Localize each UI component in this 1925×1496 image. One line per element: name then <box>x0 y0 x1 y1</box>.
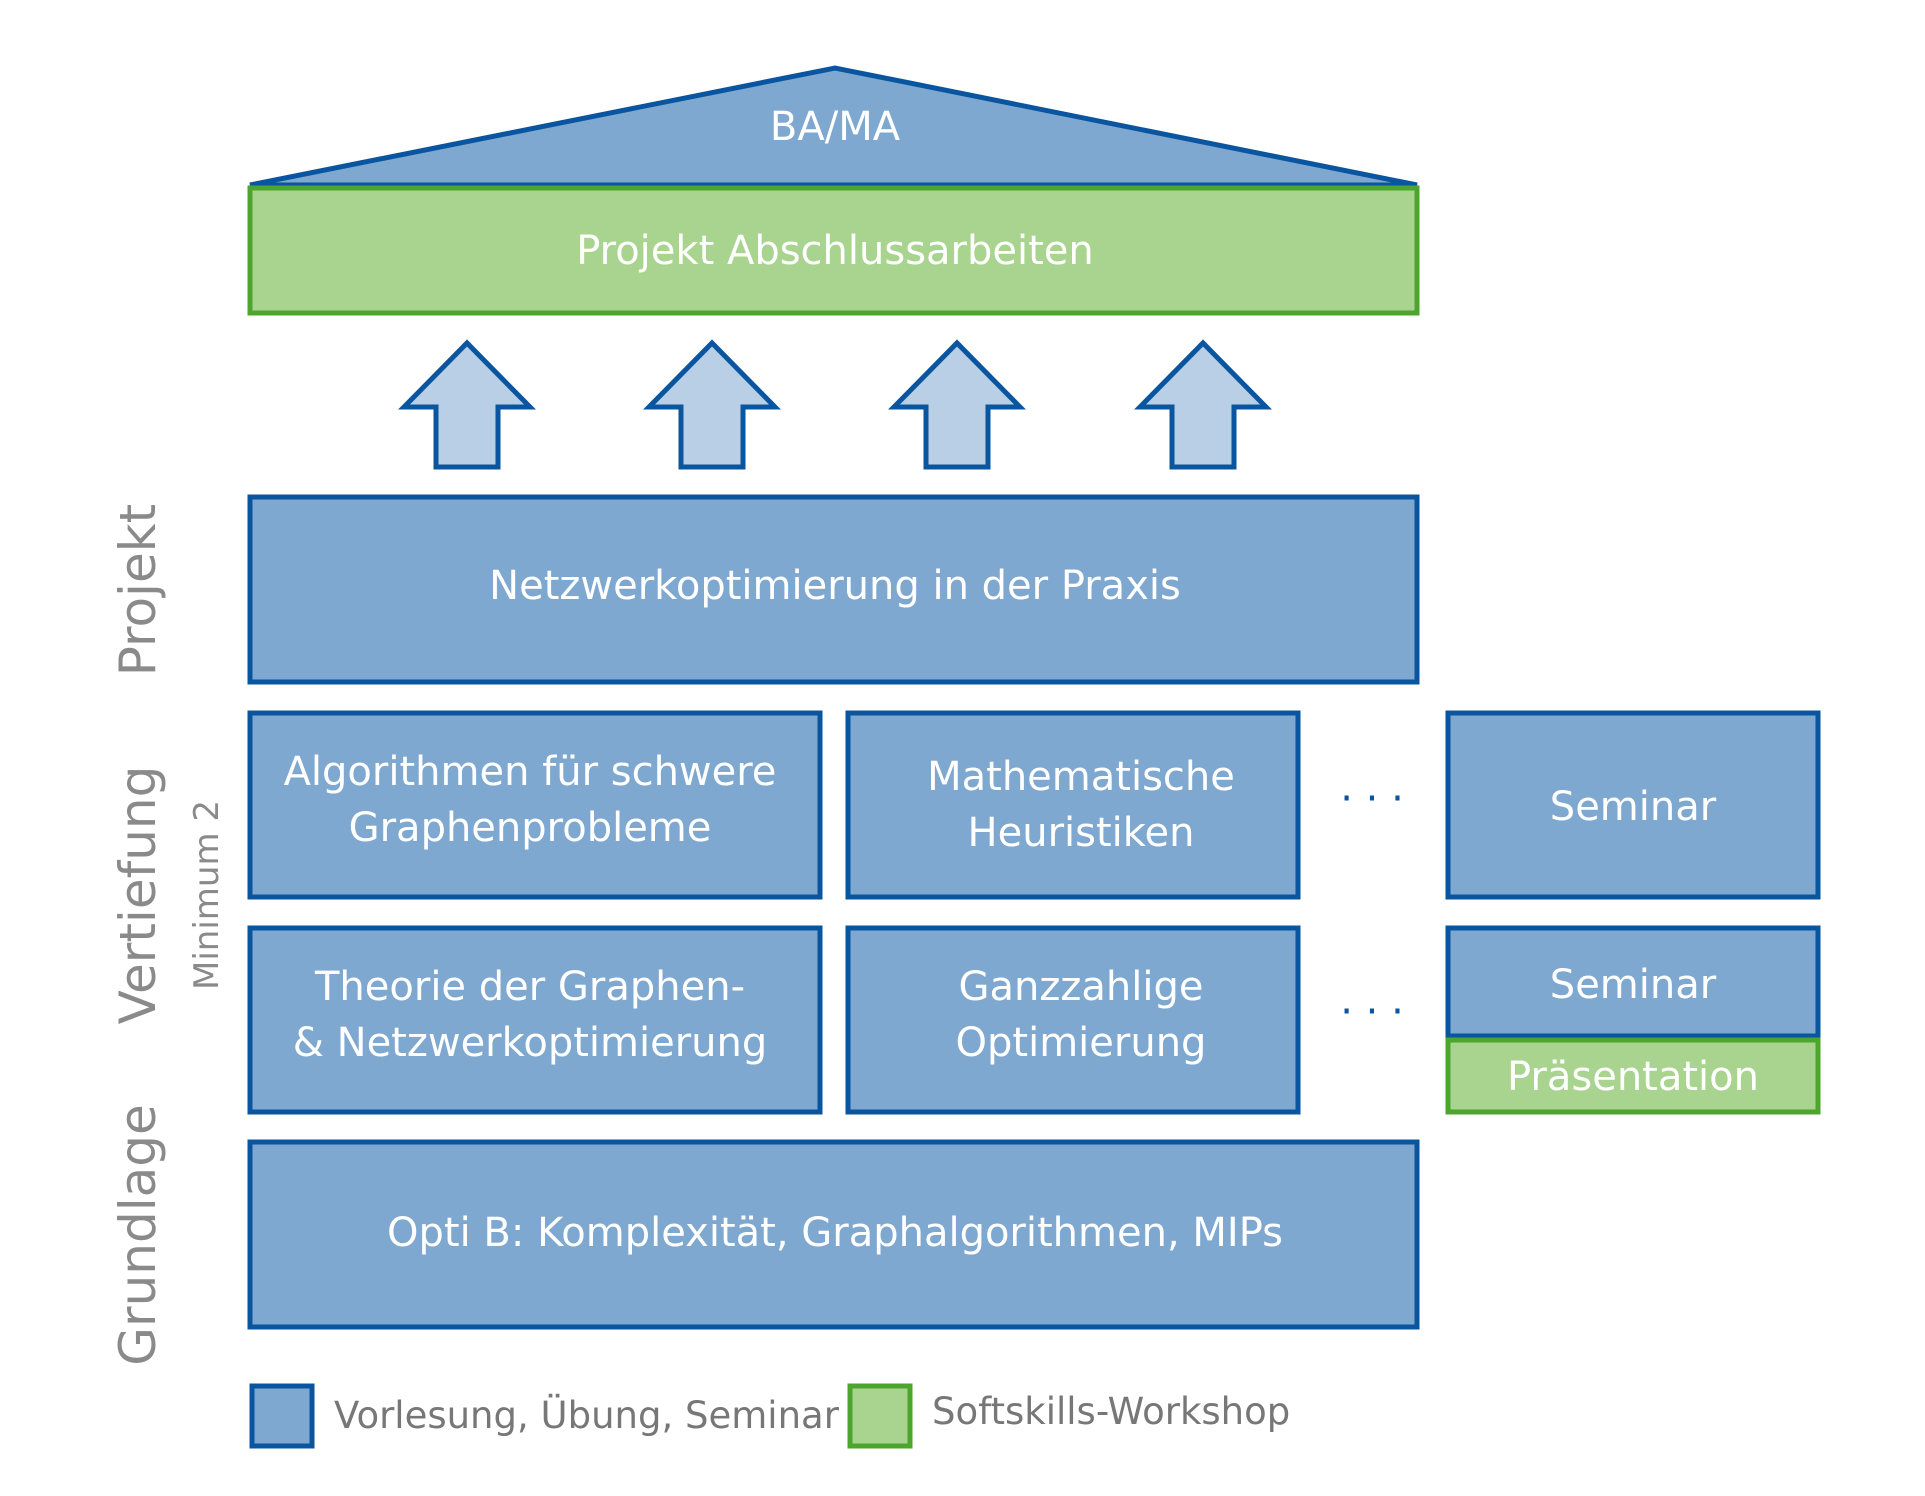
course-box-graph-network-theory <box>247 925 823 1115</box>
presentation-box <box>1445 1037 1821 1115</box>
legend-label-green: Softskills-Workshop <box>932 1390 1290 1433</box>
up-arrow-icon <box>888 339 1026 470</box>
course-label-line2: Optimierung <box>956 1020 1207 1066</box>
project-box <box>247 494 1420 685</box>
ellipsis: · · · <box>1340 776 1404 822</box>
course-label-line1: Mathematische <box>927 754 1235 800</box>
side-label-project: Projekt <box>109 504 167 677</box>
side-label-foundation: Grundlage <box>109 1104 167 1365</box>
thesis-project-label: Projekt Abschlussarbeiten <box>576 228 1094 274</box>
legend-swatch-green <box>847 1383 913 1449</box>
foundation-box <box>247 1139 1420 1330</box>
legend: Vorlesung, Übung, Seminar Softskills-Wor… <box>249 1383 1290 1449</box>
seminar-box <box>1445 925 1821 1039</box>
seminar-box <box>1445 710 1821 900</box>
foundation-label: Opti B: Komplexität, Graphalgorithmen, M… <box>387 1210 1283 1256</box>
course-label-line2: & Netzwerkoptimierung <box>293 1020 768 1066</box>
course-label-line1: Algorithmen für schwere <box>284 749 777 795</box>
legend-swatch-blue <box>249 1383 315 1449</box>
up-arrow-icon <box>398 339 536 470</box>
course-box-integer-optimization <box>845 925 1301 1115</box>
thesis-project-box <box>247 185 1420 316</box>
side-label-minimum: Minimum 2 <box>187 800 227 990</box>
course-label-line2: Graphenprobleme <box>349 805 712 851</box>
roof-triangle <box>249 65 1418 188</box>
course-label-line2: Heuristiken <box>968 810 1195 856</box>
legend-label-blue: Vorlesung, Übung, Seminar <box>334 1394 840 1437</box>
course-label-line1: Ganzzahlige <box>959 964 1204 1010</box>
up-arrows <box>398 339 1272 470</box>
course-box-math-heuristics <box>845 710 1301 900</box>
presentation-label: Präsentation <box>1507 1054 1759 1100</box>
course-label-line1: Theorie der Graphen- <box>314 964 745 1010</box>
project-box-label: Netzwerkoptimierung in der Praxis <box>489 563 1181 609</box>
seminar-label: Seminar <box>1550 962 1717 1008</box>
up-arrow-icon <box>1134 339 1272 470</box>
ellipsis: · · · <box>1340 989 1404 1035</box>
roof-label: BA/MA <box>770 104 901 150</box>
side-label-specialization: Vertiefung <box>109 766 167 1025</box>
seminar-label: Seminar <box>1550 784 1717 830</box>
course-box-hard-graph-problems <box>247 710 823 900</box>
up-arrow-icon <box>643 339 781 470</box>
